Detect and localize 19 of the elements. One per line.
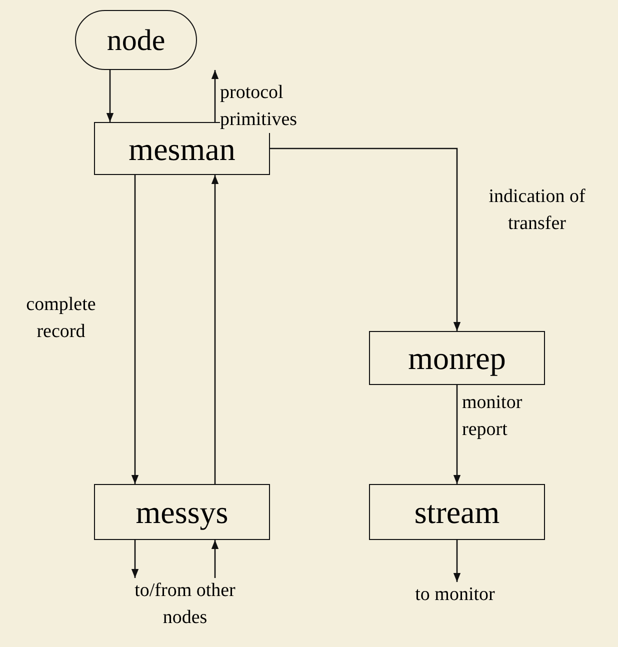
arrow	[106, 70, 114, 122]
arrow	[211, 70, 219, 122]
node-label: to/from other nodes	[134, 579, 236, 630]
arrow	[211, 540, 219, 578]
arrow	[270, 148, 461, 331]
node-label: stream	[414, 493, 500, 532]
arrow	[453, 540, 461, 582]
process-box	[94, 484, 270, 540]
process-box	[369, 331, 545, 385]
arrow	[211, 175, 219, 484]
arrow	[131, 175, 139, 484]
node-label: to monitor	[415, 583, 495, 607]
arrow	[131, 540, 139, 578]
node-label: messys	[136, 493, 228, 532]
process-box	[369, 484, 545, 540]
node-label: node	[106, 22, 166, 58]
terminal-node	[75, 10, 197, 70]
node-label: monrep	[408, 339, 506, 378]
arrow	[453, 385, 461, 484]
